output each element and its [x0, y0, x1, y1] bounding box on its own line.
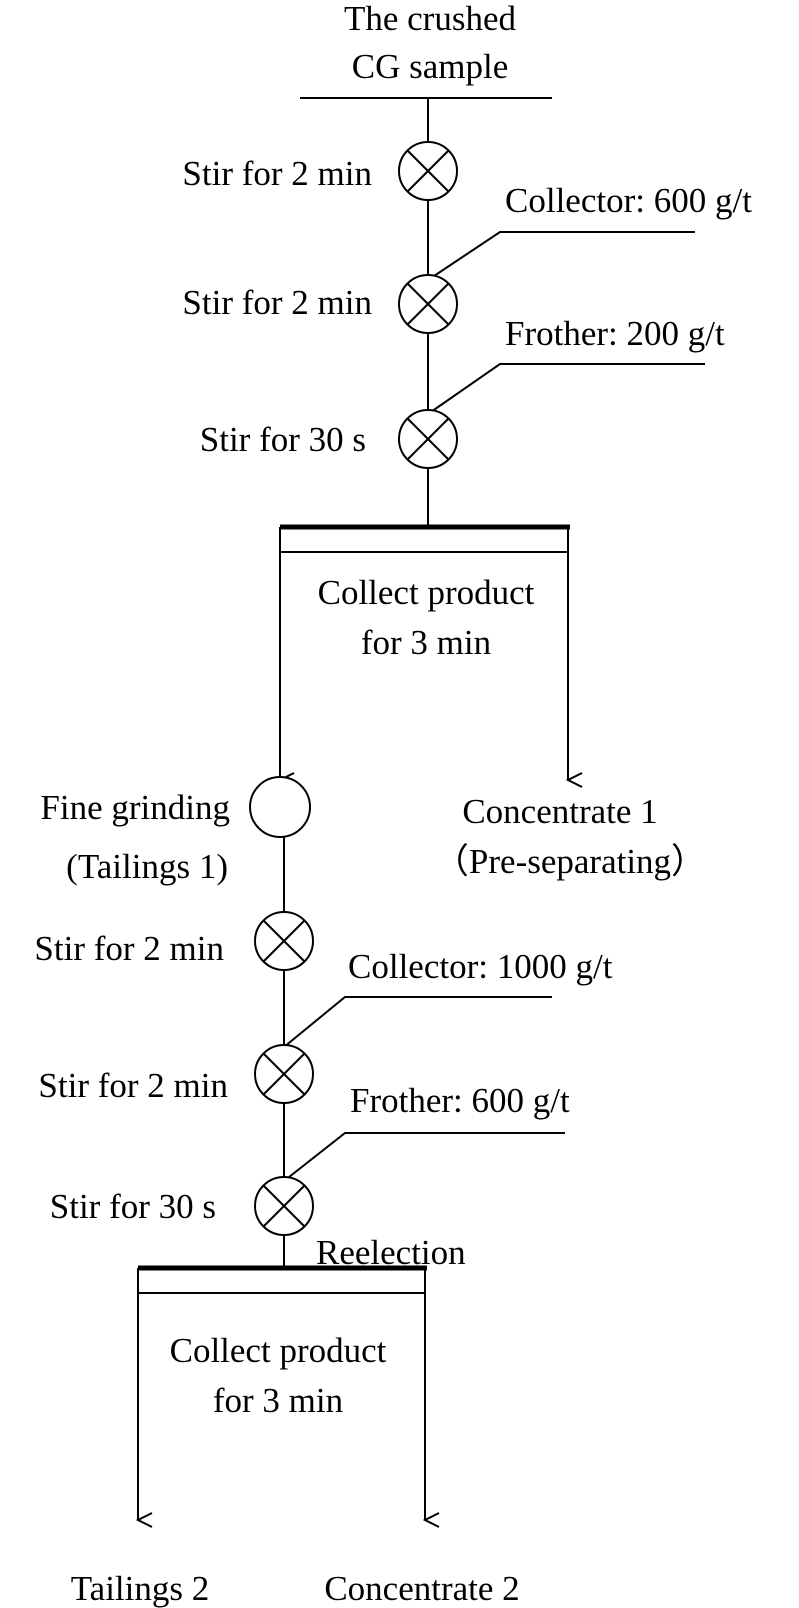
- stage1-collect-label-line2: for 3 min: [361, 623, 491, 662]
- fine-grinding-label-line2: (Tailings 1): [66, 847, 228, 886]
- concentrate2-label: Concentrate 2: [324, 1569, 519, 1608]
- stage2-frother-label: Frother: 600 g/t: [350, 1081, 570, 1120]
- stage2-stir2-mixer-icon: [254, 1044, 314, 1104]
- stage1-stir3-label: Stir for 30 s: [200, 420, 366, 459]
- stage2-stir3-mixer-icon: [254, 1176, 314, 1236]
- fine-grinding-label-line1: Fine grinding: [40, 788, 230, 827]
- stage1-stir1-label: Stir for 2 min: [182, 154, 372, 193]
- stage1-frother-feed-line: [427, 363, 705, 415]
- stage2-collector-feed-line: [283, 996, 552, 1048]
- stage2-stir2-label: Stir for 2 min: [38, 1066, 228, 1105]
- stage2-flotation-cell: [135, 1265, 440, 1528]
- input-label-line1: The crushed: [344, 0, 517, 38]
- stage2-frother-feed-line: [283, 1132, 565, 1182]
- stage1-flotation-cell: [277, 524, 583, 788]
- stage2-collect-label-line1: Collect product: [170, 1331, 387, 1370]
- stage2-collect-label-line2: for 3 min: [213, 1381, 343, 1420]
- stage2-stir3-label: Stir for 30 s: [50, 1187, 216, 1226]
- input-label-line2: CG sample: [352, 47, 509, 86]
- stage1-collector-label: Collector: 600 g/t: [505, 181, 752, 220]
- stage1-stir3-mixer-icon: [398, 409, 458, 469]
- stage1-frother-label: Frother: 200 g/t: [505, 314, 725, 353]
- stage1-stir1-mixer-icon: [398, 141, 458, 201]
- tailings2-label: Tailings 2: [71, 1569, 210, 1608]
- stage2-stir1-label: Stir for 2 min: [34, 929, 224, 968]
- stage1-stir2-mixer-icon: [398, 274, 458, 334]
- concentrate1-note: （Pre-separating）: [434, 842, 706, 881]
- fine-grinding-mill-icon: [249, 776, 311, 838]
- stage1-collector-feed-line: [427, 231, 695, 281]
- stage2-stir1-mixer-icon: [254, 911, 314, 971]
- stage1-stir2-label: Stir for 2 min: [182, 283, 372, 322]
- concentrate1-label: Concentrate 1: [462, 792, 657, 831]
- stage1-collect-label-line1: Collect product: [318, 573, 535, 612]
- stage2-collector-label: Collector: 1000 g/t: [348, 947, 613, 986]
